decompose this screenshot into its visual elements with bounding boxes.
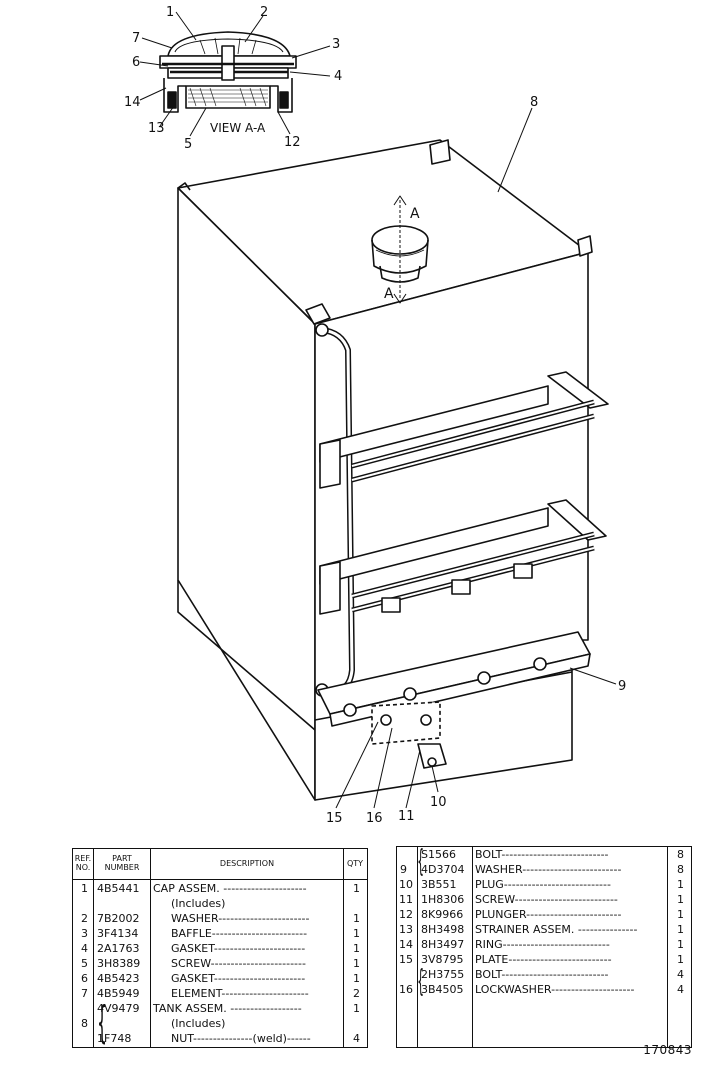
- callout-13: 13: [148, 121, 165, 136]
- callout-2: 2: [260, 5, 268, 20]
- table-row: 2 7B2002 WASHER----------------------- 1: [81, 912, 360, 925]
- table-row: 6 4B5423 GASKET----------------------- 1: [81, 972, 360, 985]
- callout-numbers: 1 2 3 4 7 6 14 13 5 12 VIEW A-A A A 8 9 …: [124, 5, 626, 826]
- table-row: 16 3B4505 LOCKWASHER--------------------…: [399, 983, 684, 996]
- callout-8: 8: [530, 95, 538, 110]
- table-row: 10 3B551 PLUG---------------------------…: [399, 878, 684, 891]
- tank-body: [177, 139, 609, 801]
- callout-7: 7: [132, 31, 140, 46]
- view-a-a-label: VIEW A-A: [210, 121, 266, 135]
- tank-leader-lines: [335, 107, 617, 809]
- callout-12: 12: [284, 135, 301, 150]
- callout-1: 1: [166, 5, 174, 20]
- section-mark-bottom: A: [384, 286, 394, 302]
- table-row: 1F748 NUT---------------(weld)------ 4: [97, 1032, 360, 1045]
- table-row: 1 4B5441 CAP ASSEM. --------------------…: [81, 882, 360, 895]
- header-description: DESCRIPTION: [219, 859, 275, 868]
- table-row: (Includes): [171, 897, 226, 910]
- callout-16: 16: [366, 811, 383, 826]
- cap-section-view: [159, 31, 297, 113]
- callout-3: 3: [332, 37, 340, 52]
- callout-9: 9: [618, 679, 626, 694]
- table-row: S1566 BOLT--------------------------- 8: [421, 848, 684, 861]
- table-row: 5 3H8389 SCREW------------------------ 1: [81, 957, 360, 970]
- parts-table-right: S1566 BOLT--------------------------- 8 …: [396, 846, 692, 1048]
- table-row: 9 4D3704 WASHER-------------------------…: [400, 863, 684, 876]
- table-row: 13 8H3498 STRAINER ASSEM. --------------…: [399, 923, 684, 936]
- table-row: 4 2A1763 GASKET----------------------- 1: [81, 942, 360, 955]
- document-number: 170843: [643, 1043, 692, 1057]
- table-row: 12 8K9966 PLUNGER-----------------------…: [399, 908, 684, 921]
- callout-6: 6: [132, 55, 140, 70]
- header-ref-no: REF. NO.: [74, 854, 92, 872]
- callout-4: 4: [334, 69, 342, 84]
- table-row: 8 (Includes): [81, 1017, 226, 1030]
- callout-5: 5: [184, 137, 192, 152]
- callout-15: 15: [326, 811, 343, 826]
- table-row: 15 3V8795 PLATE-------------------------…: [399, 953, 684, 966]
- group-brace: {: [417, 964, 424, 999]
- header-part-number: PART NUMBER: [104, 854, 140, 872]
- cap-leader-lines: [139, 11, 331, 137]
- callout-11: 11: [398, 809, 415, 824]
- group-brace: {: [97, 997, 107, 1048]
- table-row: 11 1H8306 SCREW-------------------------…: [399, 893, 684, 906]
- callout-14: 14: [124, 95, 141, 110]
- table-row: 4V9479 TANK ASSEM. ------------------ 1: [97, 1002, 360, 1015]
- table-row: 2H3755 BOLT--------------------------- 4: [421, 968, 684, 981]
- section-mark-top: A: [410, 206, 420, 222]
- callout-10: 10: [430, 795, 447, 810]
- table-row: 14 8H3497 RING--------------------------…: [399, 938, 684, 951]
- parts-table-left: REF. NO. PART NUMBER DESCRIPTION QTY 1 4…: [72, 848, 368, 1048]
- table-row: 7 4B5949 ELEMENT---------------------- 2: [81, 987, 360, 1000]
- fuel-tank-exploded-illustration: 1 2 3 4 7 6 14 13 5 12 VIEW A-A A A 8 9 …: [124, 5, 626, 826]
- table-row: 3 3F4134 BAFFLE------------------------ …: [81, 927, 360, 940]
- group-brace: {: [417, 844, 424, 879]
- header-qty: QTY: [346, 859, 364, 868]
